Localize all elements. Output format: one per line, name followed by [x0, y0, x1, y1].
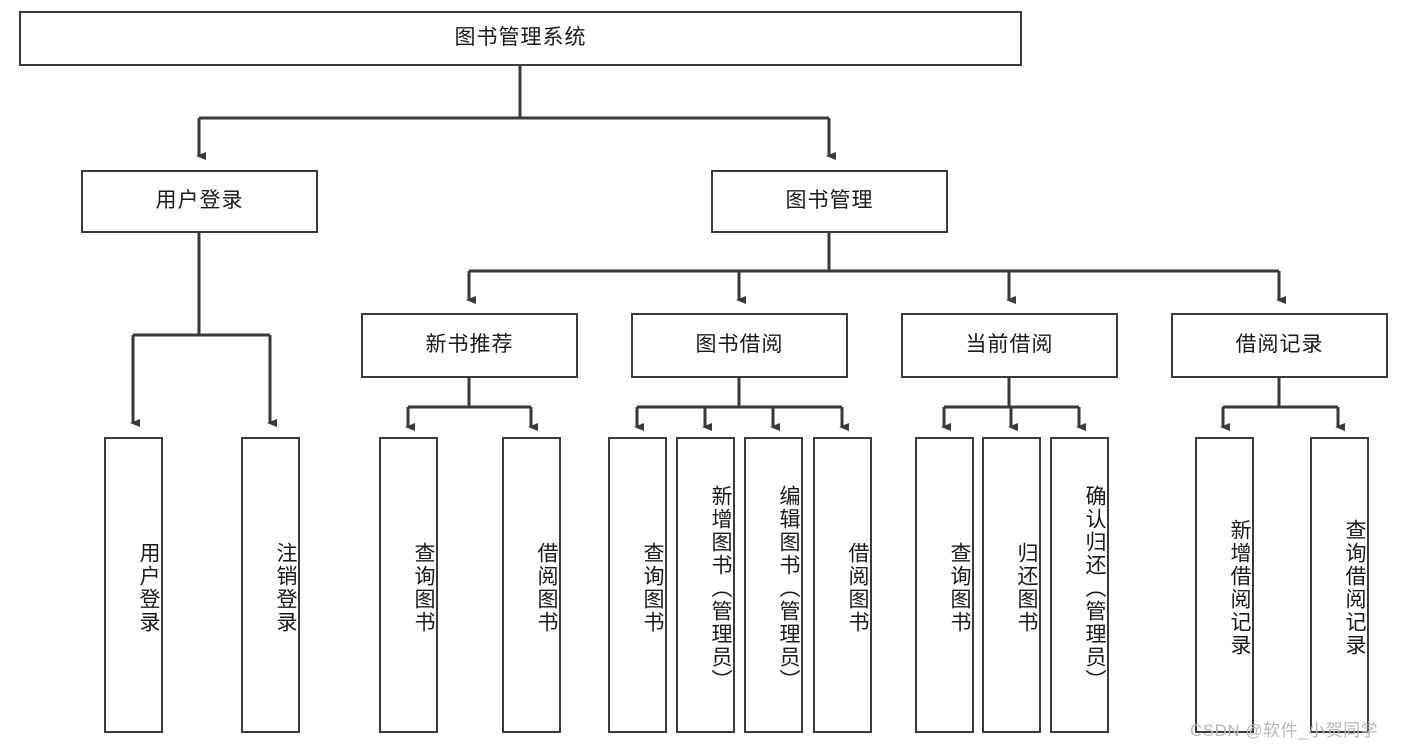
node-book-borrow-label: 图书借阅: [695, 333, 784, 357]
node-borrow-record[interactable]: 借阅记录: [1171, 313, 1388, 378]
leaf-label: 编辑图书（管理员）: [777, 484, 800, 692]
node-user-login[interactable]: 用户登录: [81, 170, 318, 233]
leaf-label: 新增借阅记录: [1228, 519, 1251, 657]
leaf-label: 查询图书: [641, 542, 664, 634]
leaf-borrow-query-book[interactable]: 查询图书: [608, 437, 667, 733]
leaf-label: 归还图书: [1015, 542, 1038, 634]
node-root-label: 图书管理系统: [454, 26, 587, 50]
leaf-label: 查询借阅记录: [1343, 519, 1366, 657]
node-book-management[interactable]: 图书管理: [711, 170, 948, 233]
node-new-book-recommend[interactable]: 新书推荐: [361, 313, 578, 378]
leaf-new-book-query[interactable]: 查询图书: [379, 437, 438, 733]
leaf-user-login-login[interactable]: 用户登录: [104, 437, 163, 733]
leaf-record-add-record[interactable]: 新增借阅记录: [1195, 437, 1254, 733]
leaf-new-book-borrow[interactable]: 借阅图书: [502, 437, 561, 733]
node-book-management-label: 图书管理: [785, 189, 874, 213]
leaf-borrow-borrow-book[interactable]: 借阅图书: [813, 437, 872, 733]
leaf-current-return-book[interactable]: 归还图书: [982, 437, 1041, 733]
node-user-login-label: 用户登录: [155, 189, 244, 213]
leaf-current-confirm-return[interactable]: 确认归还（管理员）: [1050, 437, 1109, 733]
leaf-borrow-add-book[interactable]: 新增图书（管理员）: [676, 437, 735, 733]
node-current-borrow[interactable]: 当前借阅: [901, 313, 1118, 378]
node-new-book-recommend-label: 新书推荐: [425, 333, 514, 357]
leaf-label: 查询图书: [412, 542, 435, 634]
leaf-label: 借阅图书: [535, 542, 558, 634]
node-book-borrow[interactable]: 图书借阅: [631, 313, 848, 378]
leaf-borrow-edit-book[interactable]: 编辑图书（管理员）: [744, 437, 803, 733]
leaf-label: 确认归还（管理员）: [1083, 484, 1106, 692]
leaf-label: 新增图书（管理员）: [709, 484, 732, 692]
leaf-user-login-logout[interactable]: 注销登录: [241, 437, 300, 733]
leaf-label: 注销登录: [274, 542, 297, 634]
leaf-label: 用户登录: [137, 542, 160, 634]
node-borrow-record-label: 借阅记录: [1235, 333, 1324, 357]
leaf-label: 借阅图书: [846, 542, 869, 634]
leaf-current-query-book[interactable]: 查询图书: [915, 437, 974, 733]
node-root[interactable]: 图书管理系统: [19, 11, 1022, 66]
leaf-label: 查询图书: [948, 542, 971, 634]
leaf-record-query-record[interactable]: 查询借阅记录: [1310, 437, 1369, 733]
node-current-borrow-label: 当前借阅: [965, 333, 1054, 357]
